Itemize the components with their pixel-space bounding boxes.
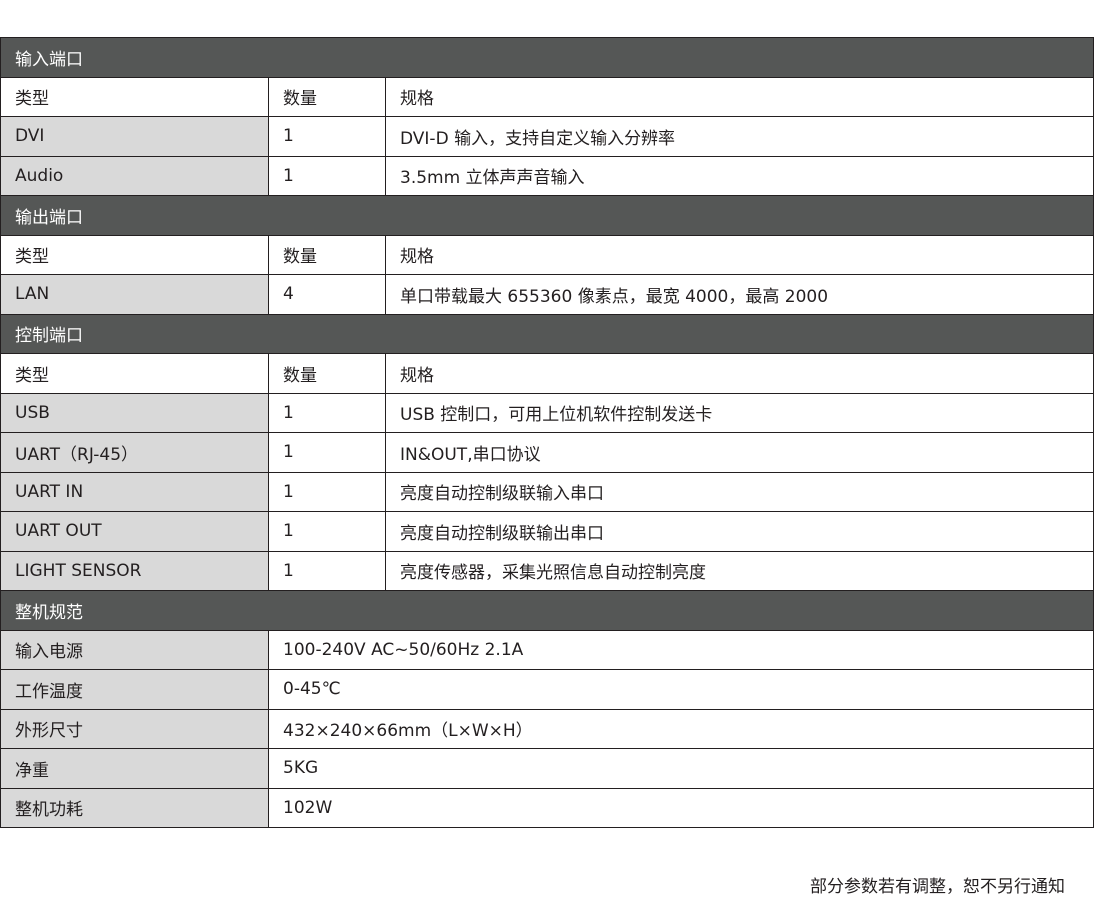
row-value: 432×240×66mm（L×W×H） (268, 708, 1094, 749)
section-title: 控制端口 (0, 313, 1094, 354)
row-value: 亮度自动控制级联输出串口 (385, 511, 1094, 552)
row-value: IN&OUT,串口协议 (385, 432, 1094, 473)
column-header-row: 类型数量规格 (0, 234, 1094, 275)
row-label: 工作温度 (0, 669, 269, 710)
section-header: 整机规范 (0, 590, 1094, 631)
row-value: 5KG (268, 748, 1094, 789)
row-value: DVI-D 输入，支持自定义输入分辨率 (385, 116, 1094, 157)
row-value: 1 (268, 550, 386, 591)
column-header: 规格 (385, 234, 1094, 275)
row-label: USB (0, 392, 269, 433)
row-label: Audio (0, 155, 269, 196)
row-value: 1 (268, 471, 386, 512)
row-label: 外形尺寸 (0, 708, 269, 749)
row-label: LIGHT SENSOR (0, 550, 269, 591)
section-title: 输出端口 (0, 195, 1094, 236)
row-label: 整机功耗 (0, 787, 269, 828)
section-header: 输出端口 (0, 195, 1094, 236)
column-header: 数量 (268, 234, 386, 275)
row-value: 1 (268, 511, 386, 552)
column-header: 类型 (0, 76, 269, 117)
row-value: 亮度传感器，采集光照信息自动控制亮度 (385, 550, 1094, 591)
section-header: 输入端口 (0, 37, 1094, 78)
row-value: 0-45℃ (268, 669, 1094, 710)
row-value: 102W (268, 787, 1094, 828)
column-header: 数量 (268, 76, 386, 117)
row-label: UART OUT (0, 511, 269, 552)
row-value: USB 控制口，可用上位机软件控制发送卡 (385, 392, 1094, 433)
row-value: 1 (268, 392, 386, 433)
row-label: LAN (0, 274, 269, 315)
column-header: 数量 (268, 353, 386, 394)
row-value: 100-240V AC~50/60Hz 2.1A (268, 629, 1094, 670)
column-header: 规格 (385, 76, 1094, 117)
row-label: UART IN (0, 471, 269, 512)
row-value: 1 (268, 116, 386, 157)
row-label: 输入电源 (0, 629, 269, 670)
row-label: DVI (0, 116, 269, 157)
section-title: 输入端口 (0, 37, 1094, 78)
column-header-row: 类型数量规格 (0, 353, 1094, 394)
section-header: 控制端口 (0, 313, 1094, 354)
row-label: UART（RJ-45） (0, 432, 269, 473)
column-header: 类型 (0, 353, 269, 394)
row-value: 1 (268, 432, 386, 473)
row-value: 1 (268, 155, 386, 196)
row-label: 净重 (0, 748, 269, 789)
column-header-row: 类型数量规格 (0, 76, 1094, 117)
row-value: 亮度自动控制级联输入串口 (385, 471, 1094, 512)
column-header: 类型 (0, 234, 269, 275)
row-value: 3.5mm 立体声声音输入 (385, 155, 1094, 196)
footer-note: 部分参数若有调整，恕不另行通知 (810, 877, 1065, 897)
row-value: 4 (268, 274, 386, 315)
row-value: 单口带载最大 655360 像素点，最宽 4000，最高 2000 (385, 274, 1094, 315)
column-header: 规格 (385, 353, 1094, 394)
section-title: 整机规范 (0, 590, 1094, 631)
